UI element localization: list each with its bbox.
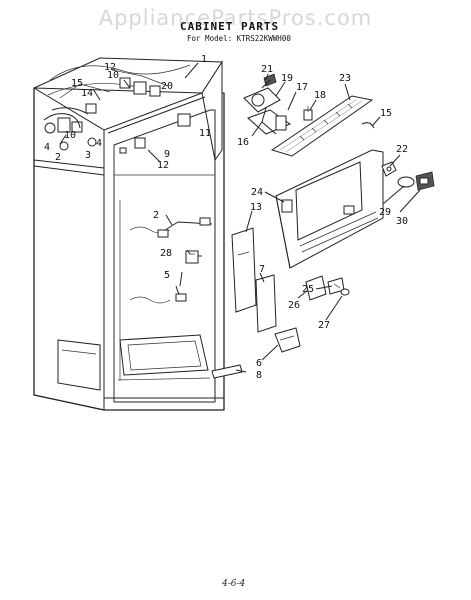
block-28 xyxy=(185,250,199,264)
diagram-title: CABINET PARTS xyxy=(180,20,280,33)
callout-12-mid: 12 xyxy=(157,160,169,171)
callout-25: 25 xyxy=(302,284,314,295)
callout-6: 6 xyxy=(256,358,262,369)
callout-14: 14 xyxy=(81,88,93,99)
callout-30: 30 xyxy=(396,216,408,227)
switch-30 xyxy=(415,171,435,191)
callout-22: 22 xyxy=(396,144,408,155)
screw-5 xyxy=(175,285,187,302)
callout-5: 5 xyxy=(164,270,170,281)
callout-15-left: 15 xyxy=(71,78,83,89)
callout-2-right: 2 xyxy=(153,210,159,221)
callout-28: 28 xyxy=(160,248,172,259)
callout-26: 26 xyxy=(288,300,300,311)
top-control-parts xyxy=(43,69,191,154)
callout-3: 3 xyxy=(85,150,91,161)
callout-21: 21 xyxy=(261,64,273,75)
callout-20: 20 xyxy=(161,81,173,92)
bracket-26 xyxy=(305,275,327,301)
callout-10-left: 10 xyxy=(64,130,76,141)
callout-9: 9 xyxy=(164,149,170,160)
callout-7: 7 xyxy=(259,264,265,275)
fan-motor-assembly xyxy=(243,73,292,137)
callout-18: 18 xyxy=(314,90,326,101)
callout-1: 1 xyxy=(201,54,207,65)
callout-4-upper: 4 xyxy=(96,138,102,149)
callout-16: 16 xyxy=(237,137,249,148)
callout-24: 24 xyxy=(251,187,263,198)
cabinet-liner xyxy=(33,57,225,411)
bracket-2 xyxy=(157,217,213,238)
page-number: 4-6-4 xyxy=(222,579,246,589)
rear-panel-24 xyxy=(275,149,384,269)
callout-12-top: 12 xyxy=(104,62,116,73)
leader-lines xyxy=(59,62,421,373)
grommet-27 xyxy=(340,288,350,296)
panel-13 xyxy=(231,227,257,313)
watermark: AppliancePartsPros.com xyxy=(98,6,373,30)
callout-23: 23 xyxy=(339,73,351,84)
callout-29: 29 xyxy=(379,207,391,218)
clip-18 xyxy=(303,106,313,121)
callout-19: 19 xyxy=(281,73,293,84)
strip-8 xyxy=(211,364,243,379)
callout-15-right: 15 xyxy=(380,108,392,119)
socket-22 xyxy=(381,161,397,177)
bulb-29 xyxy=(397,176,415,188)
callout-13: 13 xyxy=(250,202,262,213)
clip-15-right xyxy=(361,122,375,129)
callout-10-top: 10 xyxy=(107,70,119,81)
bracket-6 xyxy=(274,327,301,353)
model-subtitle: For Model: KTRS22KWWH00 xyxy=(187,34,291,43)
callout-8: 8 xyxy=(256,370,262,381)
cover-23 xyxy=(270,95,374,157)
callout-27: 27 xyxy=(318,320,330,331)
callout-17: 17 xyxy=(296,82,308,93)
callout-4-left: 4 xyxy=(44,142,50,153)
cover-7 xyxy=(255,274,277,333)
callout-11: 11 xyxy=(199,128,211,139)
callout-2-left: 2 xyxy=(55,152,61,163)
callout-labels: 1 2 2 3 4 4 5 6 7 8 9 10 10 11 12 12 13 … xyxy=(44,54,408,381)
